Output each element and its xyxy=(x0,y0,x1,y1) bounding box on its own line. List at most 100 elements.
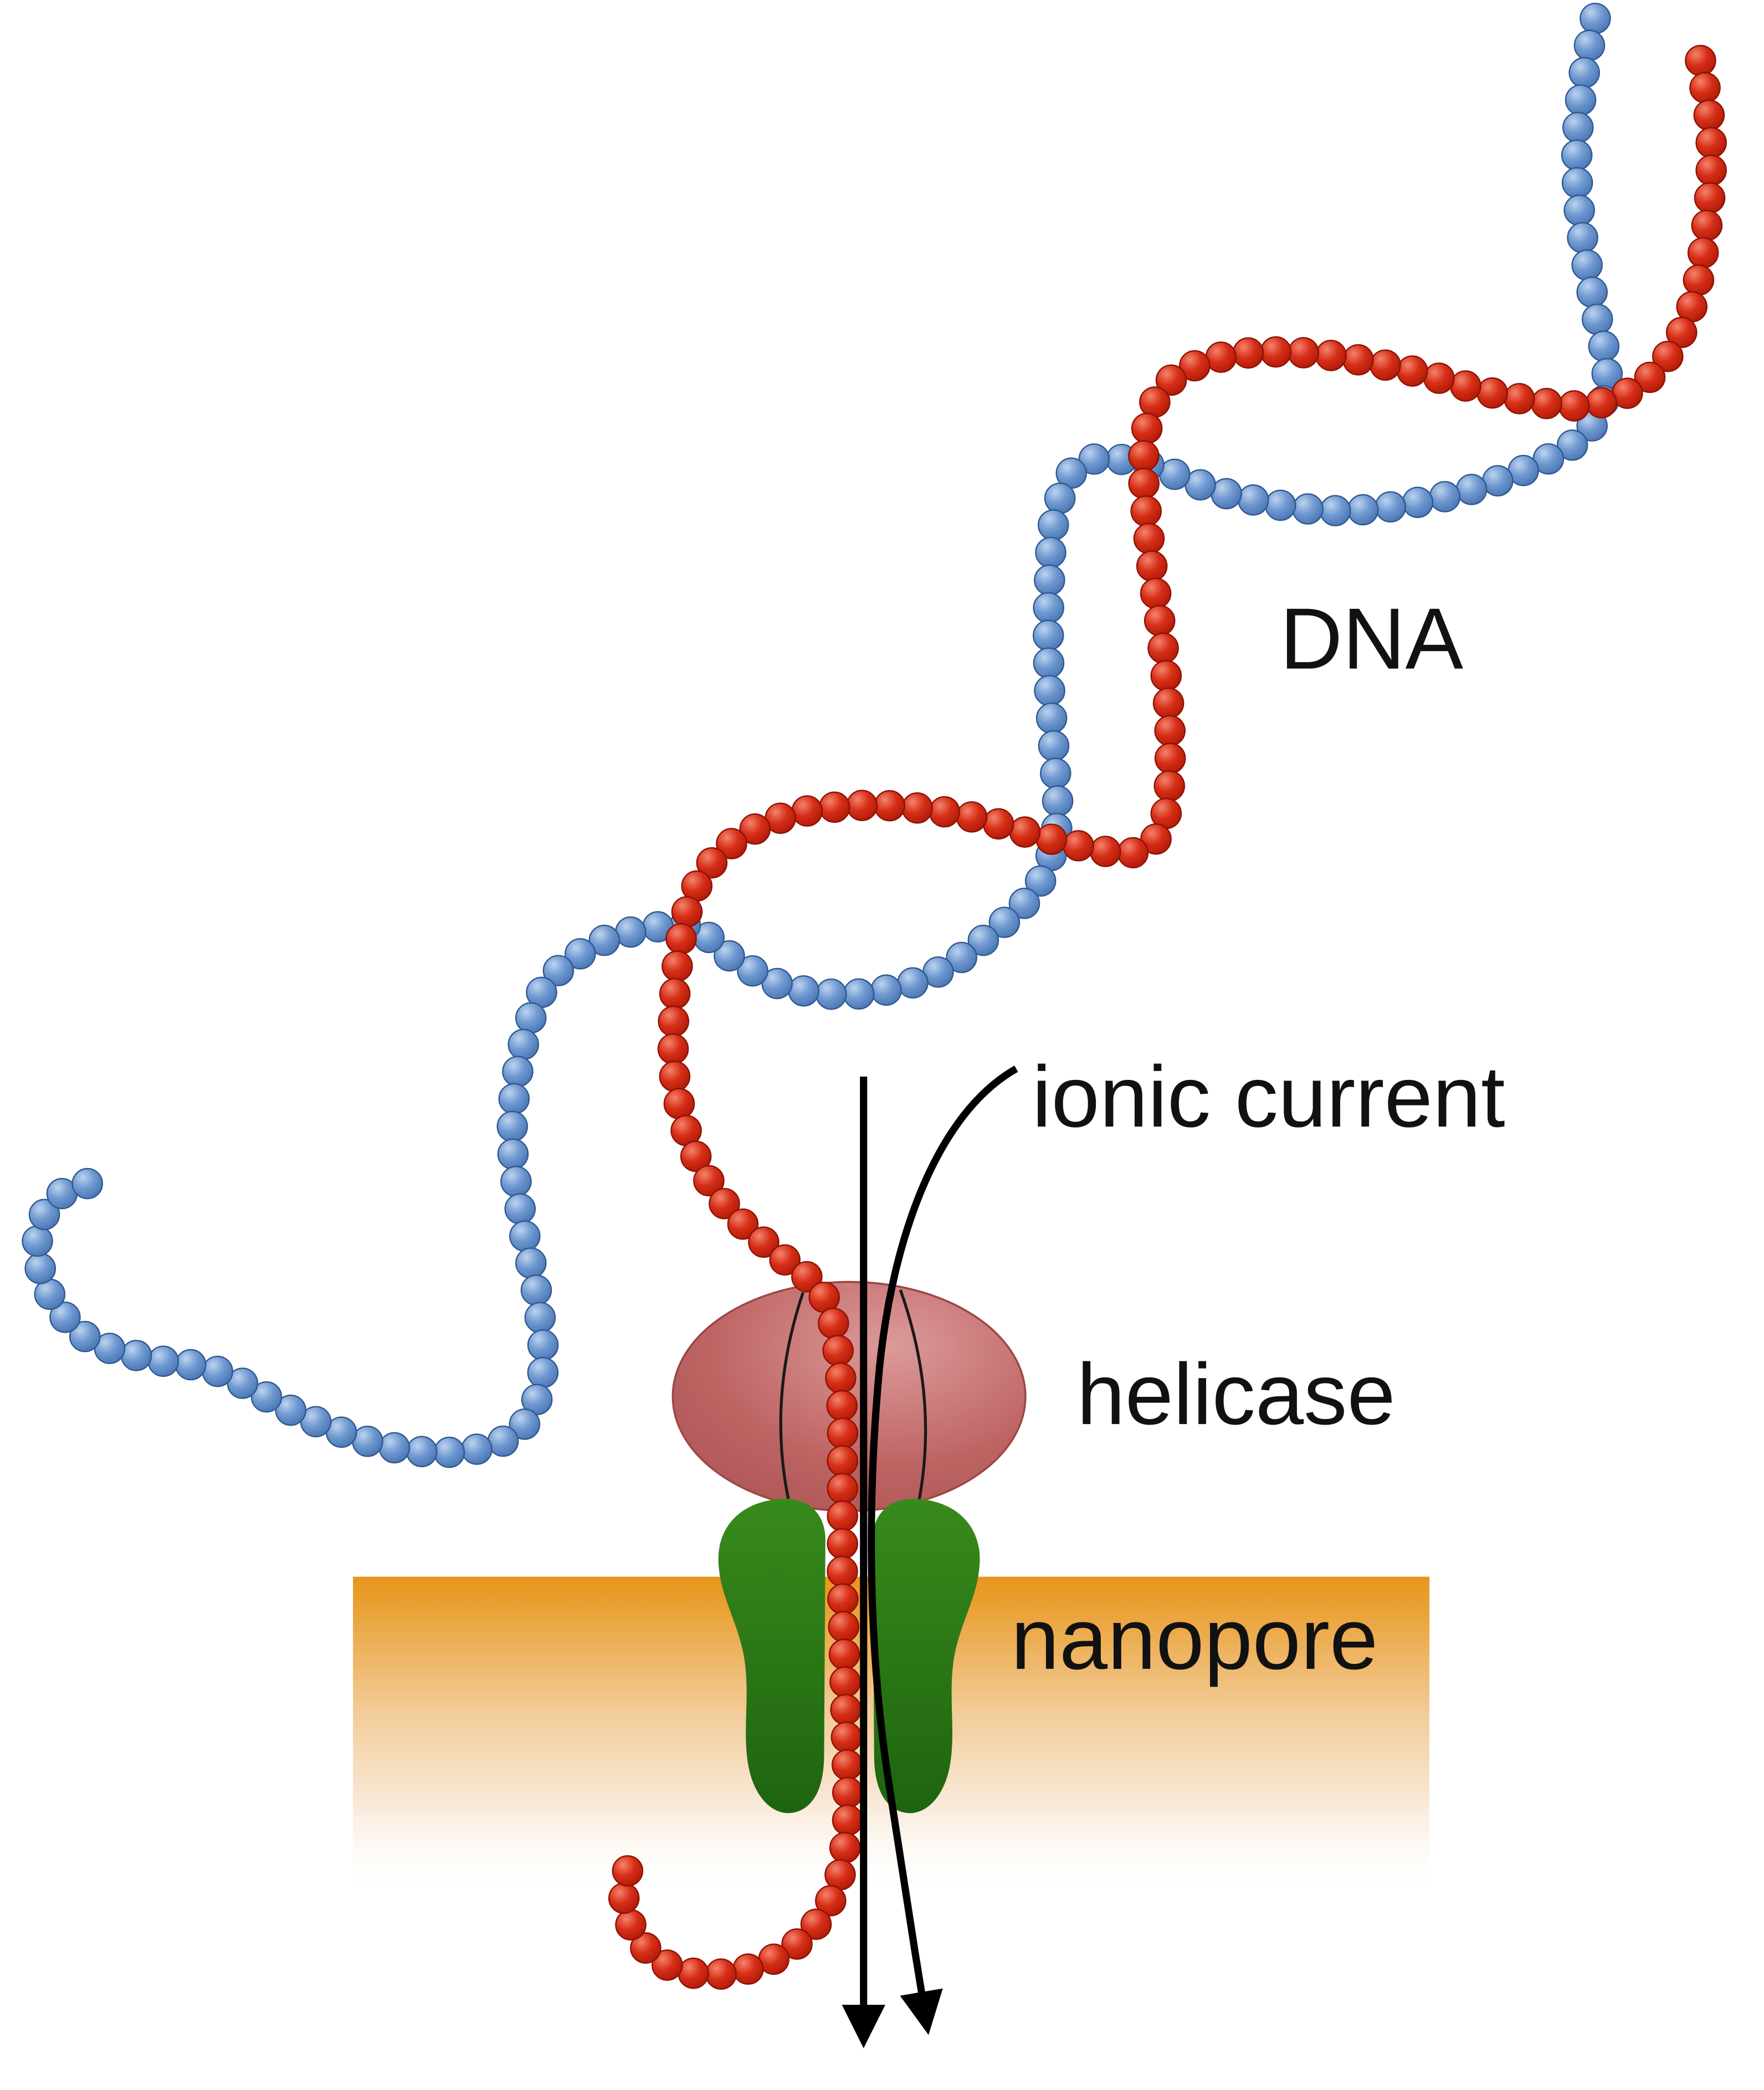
dna-bead xyxy=(1008,888,1040,919)
dna-bead xyxy=(956,801,988,833)
dna-bead xyxy=(818,791,850,823)
label-dna: DNA xyxy=(1280,591,1463,688)
dna-bead xyxy=(1588,330,1620,362)
dna-bead xyxy=(1476,377,1508,409)
dna-bead xyxy=(1037,509,1069,541)
dna-bead xyxy=(1205,341,1237,373)
dna-bead xyxy=(504,1193,536,1225)
dna-bead xyxy=(1482,465,1514,496)
dna-bead xyxy=(1078,443,1110,475)
dna-bead xyxy=(832,1776,864,1809)
dna-bead xyxy=(1685,44,1716,76)
dna-bead xyxy=(1063,830,1094,862)
dna-bead xyxy=(982,808,1014,840)
dna-bead xyxy=(515,1247,547,1279)
dna-strand-blue xyxy=(22,2,1623,1468)
dna-bead xyxy=(461,1433,493,1465)
dna-bead xyxy=(1562,111,1594,144)
dna-bead xyxy=(507,1028,539,1061)
dna-bead xyxy=(828,1611,860,1643)
dna-bead xyxy=(1154,742,1186,774)
dna-bead xyxy=(705,1958,737,1990)
dna-bead xyxy=(497,1138,529,1170)
dna-bead xyxy=(496,1110,529,1143)
dna-bead xyxy=(827,1583,859,1615)
dna-bead xyxy=(1687,237,1719,269)
dna-bead xyxy=(1504,383,1535,414)
dna-strand-red xyxy=(608,44,1727,1990)
dna-bead xyxy=(69,1320,101,1353)
dna-bead xyxy=(946,941,977,974)
dna-bead xyxy=(509,1220,541,1252)
dna-bead xyxy=(1133,522,1165,555)
dna-bead xyxy=(1117,837,1149,869)
dna-bead xyxy=(727,1208,759,1240)
ionic-current-arrows xyxy=(842,1066,1018,2048)
dna-bead xyxy=(662,950,693,982)
dna-bead xyxy=(1035,702,1068,734)
dna-bead xyxy=(608,1882,640,1914)
dna-bead xyxy=(1531,388,1562,419)
dna-bead xyxy=(49,1302,81,1333)
dna-bead xyxy=(71,1167,104,1200)
dna-bead xyxy=(843,978,875,1010)
dna-bead xyxy=(1320,495,1351,526)
dna-bead xyxy=(657,1033,689,1065)
dna-bead xyxy=(1556,429,1588,461)
dna-bead xyxy=(1038,730,1070,762)
dna-bead xyxy=(967,924,999,956)
dna-bead xyxy=(1130,495,1162,527)
label-ionic-current: ionic current xyxy=(1032,1048,1505,1145)
dna-bead xyxy=(1450,370,1481,402)
dna-bead xyxy=(565,938,596,970)
dna-bead xyxy=(1693,99,1725,131)
dna-bead xyxy=(502,1056,534,1088)
dna-bead xyxy=(630,1932,662,1964)
dna-bead xyxy=(1691,209,1723,242)
dna-bead xyxy=(120,1340,152,1371)
helicase-channel-line-right xyxy=(899,1289,927,1502)
dna-bead xyxy=(1396,355,1428,387)
dna-bead xyxy=(1034,675,1065,706)
dna-bead xyxy=(818,1308,849,1339)
nanopore-protein xyxy=(718,1498,980,1814)
dna-bead xyxy=(1580,2,1611,34)
dna-bead xyxy=(24,1253,57,1284)
dna-bead xyxy=(515,1002,547,1034)
dna-bead xyxy=(433,1436,465,1468)
dna-bead xyxy=(202,1355,233,1387)
dna-bead xyxy=(827,1500,859,1532)
dna-bead xyxy=(1423,362,1455,394)
dna-bead xyxy=(901,792,933,824)
dna-bead xyxy=(524,1302,556,1334)
dna-bead xyxy=(1576,276,1608,308)
dna-bead xyxy=(378,1432,411,1464)
dna-bead xyxy=(1586,387,1617,419)
dna-bead xyxy=(175,1349,207,1381)
dna-bead xyxy=(658,1005,690,1037)
dna-bead xyxy=(487,1425,519,1457)
dna-bead xyxy=(527,1356,559,1389)
dna-bead xyxy=(671,896,703,928)
dna-bead xyxy=(829,1832,861,1863)
dna-bead xyxy=(988,906,1021,938)
dna-bead xyxy=(1370,349,1401,381)
dna-bead xyxy=(827,1473,859,1504)
dna-bead xyxy=(615,1909,647,1941)
dna-bead xyxy=(1238,484,1269,516)
dna-bead xyxy=(520,1274,552,1306)
dna-bead xyxy=(1090,836,1121,867)
dna-bead xyxy=(612,1855,644,1887)
label-nanopore: nanopore xyxy=(1011,1591,1378,1688)
dna-bead xyxy=(732,1953,764,1985)
dna-bead xyxy=(830,1694,862,1725)
dna-bead xyxy=(1558,390,1590,422)
dna-bead xyxy=(827,1555,858,1587)
dna-bead xyxy=(1044,483,1076,514)
dna-bead xyxy=(352,1425,383,1457)
dna-bead xyxy=(832,1749,863,1781)
dna-bead xyxy=(1568,57,1600,89)
helicase-channel-line-left xyxy=(779,1292,804,1501)
dna-bead xyxy=(827,1528,859,1560)
